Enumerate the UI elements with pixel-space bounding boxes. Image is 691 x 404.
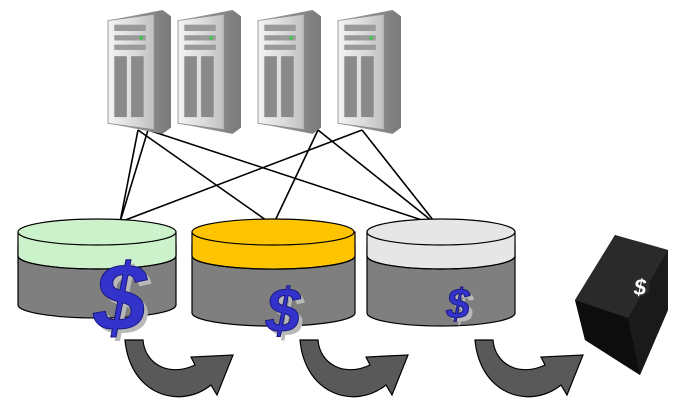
connection-line (361, 129, 438, 226)
server-tower-icon (177, 9, 242, 135)
connection-line (272, 129, 319, 226)
dollar-sign: $ (265, 277, 302, 346)
storage-tier-cylinder (17, 218, 177, 319)
server-group (107, 9, 402, 135)
dollar-sign-shadow: $ (97, 249, 152, 355)
tape-cartridge-icon: $ (575, 235, 668, 375)
connection-line (119, 129, 139, 223)
connection-line (119, 129, 149, 223)
connection-lines (119, 129, 438, 226)
tape-dollar-label: $ (633, 275, 647, 300)
dollar-sign: $ (93, 245, 148, 351)
storage-tiers: $$$$$$ (17, 218, 516, 355)
connection-line (147, 129, 438, 226)
server-tower-icon (337, 9, 402, 135)
storage-tier-cylinder (191, 218, 356, 327)
curved-arrow-icon (299, 339, 409, 398)
curved-arrow-icon (124, 339, 234, 398)
curved-arrow-icon (474, 339, 584, 398)
storage-tier-cylinder (366, 218, 516, 327)
connection-line (317, 129, 438, 226)
dollar-sign-shadow: $ (269, 281, 306, 350)
server-tower-icon (257, 9, 322, 135)
connection-line (137, 129, 274, 226)
migration-arrows (124, 339, 584, 398)
dollar-sign: $ (445, 280, 470, 327)
dollar-sign-shadow: $ (449, 284, 474, 331)
server-tower-icon (107, 9, 172, 135)
connection-line (119, 129, 363, 223)
